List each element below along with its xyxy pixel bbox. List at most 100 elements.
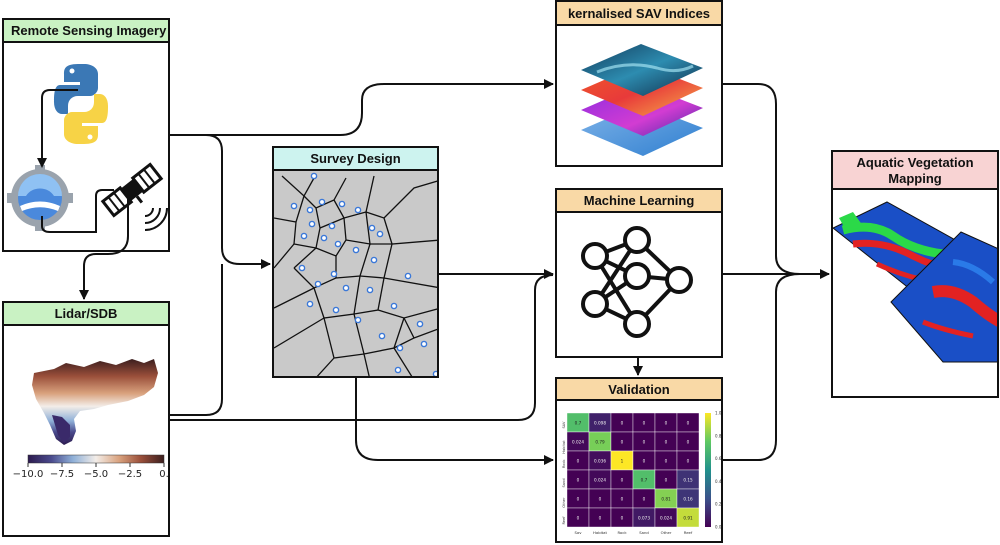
survey-point bbox=[354, 316, 362, 324]
survey-point bbox=[318, 198, 326, 206]
matrix-cell-value: 0.15 bbox=[683, 478, 693, 483]
matrix-cell-value: 0 bbox=[577, 497, 580, 502]
survey-point bbox=[352, 246, 360, 254]
survey-point bbox=[404, 272, 412, 280]
matrix-cell-value: 0 bbox=[577, 478, 580, 483]
colorbar-tick-label: −7.5 bbox=[50, 469, 74, 480]
matrix-col-label: Other bbox=[661, 530, 672, 535]
matrix-cell-value: 0.7 bbox=[575, 421, 582, 426]
survey-point bbox=[332, 306, 340, 314]
matrix-colorbar-tick-label: 1.0 bbox=[715, 411, 722, 416]
survey-point bbox=[354, 206, 362, 214]
survey-point bbox=[328, 222, 336, 230]
matrix-cell-value: 0 bbox=[621, 440, 624, 445]
matrix-colorbar-ticks: 1.00.80.60.40.20.0 bbox=[715, 411, 722, 530]
matrix-cell-value: 0 bbox=[665, 459, 668, 464]
remote-sensing-art bbox=[7, 64, 168, 233]
matrix-row-label: SAV bbox=[562, 421, 566, 429]
voronoi-survey-map bbox=[274, 171, 437, 376]
matrix-cell-value: 0 bbox=[621, 497, 624, 502]
matrix-col-label: Reef bbox=[684, 530, 693, 535]
survey-point bbox=[394, 366, 402, 374]
matrix-row-label: Habitat bbox=[562, 440, 566, 454]
survey-point bbox=[330, 270, 338, 278]
matrix-cell-value: 0 bbox=[621, 478, 624, 483]
matrix-cell-value: 0.81 bbox=[661, 497, 671, 502]
survey-points bbox=[290, 172, 437, 376]
earth-engine-logo-icon bbox=[7, 165, 73, 231]
matrix-cell-value: 0 bbox=[621, 421, 624, 426]
matrix-row-label: Sand bbox=[562, 479, 566, 488]
neural-network-icon bbox=[581, 226, 693, 338]
matrix-cell-value: 0.098 bbox=[594, 421, 606, 426]
matrix-cell-value: 1 bbox=[621, 459, 624, 464]
matrix-row-label: Reef bbox=[562, 516, 566, 525]
survey-point bbox=[342, 284, 350, 292]
survey-point bbox=[338, 200, 346, 208]
survey-point bbox=[376, 230, 384, 238]
matrix-cell-value: 0 bbox=[577, 516, 580, 521]
matrix-cell-value: 0.91 bbox=[683, 516, 693, 521]
machine-learning-title: Machine Learning bbox=[557, 190, 721, 213]
lidar-depth-map: −10.0 −7.5 −5.0 −2.5 0. bbox=[13, 359, 169, 480]
matrix-row-label: Other bbox=[562, 497, 566, 508]
matrix-cell-value: 0.16 bbox=[683, 497, 693, 502]
lidar-title: Lidar/SDB bbox=[4, 303, 168, 326]
sav-indices-box: kernalised SAV Indices bbox=[555, 0, 723, 167]
colorbar-tick-label: −2.5 bbox=[118, 469, 142, 480]
matrix-cell-value: 0 bbox=[643, 421, 646, 426]
aquatic-title-line2: Mapping bbox=[888, 171, 942, 186]
survey-design-box: Survey Design bbox=[272, 146, 439, 378]
survey-point bbox=[314, 280, 322, 288]
colorbar-tick-label: −10.0 bbox=[13, 469, 44, 480]
aquatic-mapping-title: Aquatic Vegetation Mapping bbox=[833, 152, 997, 190]
survey-point bbox=[300, 232, 308, 240]
survey-point bbox=[334, 240, 342, 248]
aquatic-mapping-box: Aquatic Vegetation Mapping bbox=[831, 150, 999, 398]
survey-point bbox=[378, 332, 386, 340]
validation-title: Validation bbox=[557, 379, 721, 401]
matrix-cell-value: 0 bbox=[665, 440, 668, 445]
depth-colorbar-ticks: −10.0 −7.5 −5.0 −2.5 0. bbox=[13, 463, 169, 480]
survey-point bbox=[310, 172, 318, 180]
sav-indices-title: kernalised SAV Indices bbox=[557, 2, 721, 26]
matrix-cell-value: 0 bbox=[665, 421, 668, 426]
matrix-cell-value: 0 bbox=[621, 516, 624, 521]
matrix-row-label: Rock bbox=[562, 459, 566, 469]
matrix-col-label: Sand bbox=[639, 530, 649, 535]
matrix-cell-value: 0 bbox=[643, 459, 646, 464]
satellite-icon bbox=[100, 162, 164, 218]
matrix-cell-value: 0.024 bbox=[572, 440, 584, 445]
aquatic-title-line1: Aquatic Vegetation bbox=[856, 155, 974, 170]
matrix-colorbar-tick-label: 0.4 bbox=[715, 479, 722, 484]
matrix-cell-value: 0 bbox=[577, 459, 580, 464]
matrix-cell-value: 0.036 bbox=[594, 459, 606, 464]
colorbar-tick-label: −5.0 bbox=[84, 469, 108, 480]
machine-learning-box: Machine Learning bbox=[555, 188, 723, 358]
matrix-colorbar-tick-label: 0.0 bbox=[715, 525, 722, 530]
remote-sensing-title: Remote Sensing Imagery bbox=[4, 20, 168, 43]
survey-point bbox=[306, 300, 314, 308]
matrix-cell-value: 0.7 bbox=[641, 478, 648, 483]
lidar-box: Lidar/SDB −10. bbox=[2, 301, 170, 537]
matrix-colorbar-tick-label: 0.2 bbox=[715, 502, 722, 507]
matrix-cell-value: 0.073 bbox=[638, 516, 650, 521]
survey-point bbox=[298, 264, 306, 272]
survey-point bbox=[420, 340, 428, 348]
matrix-colorbar-tick-label: 0.8 bbox=[715, 433, 722, 438]
matrix-cell-value: 0 bbox=[599, 516, 602, 521]
matrix-col-label: Sav bbox=[575, 530, 583, 535]
survey-point bbox=[308, 220, 316, 228]
matrix-cell-value: 0 bbox=[687, 440, 690, 445]
colorbar-tick-label: 0. bbox=[159, 469, 169, 480]
survey-point bbox=[370, 256, 378, 264]
survey-point bbox=[432, 370, 437, 376]
matrix-cell-value: 0 bbox=[599, 497, 602, 502]
survey-point bbox=[390, 302, 398, 310]
survey-point bbox=[368, 224, 376, 232]
matrix-cell-value: 0.024 bbox=[660, 516, 672, 521]
survey-point bbox=[320, 234, 328, 242]
matrix-cell-value: 0 bbox=[643, 440, 646, 445]
